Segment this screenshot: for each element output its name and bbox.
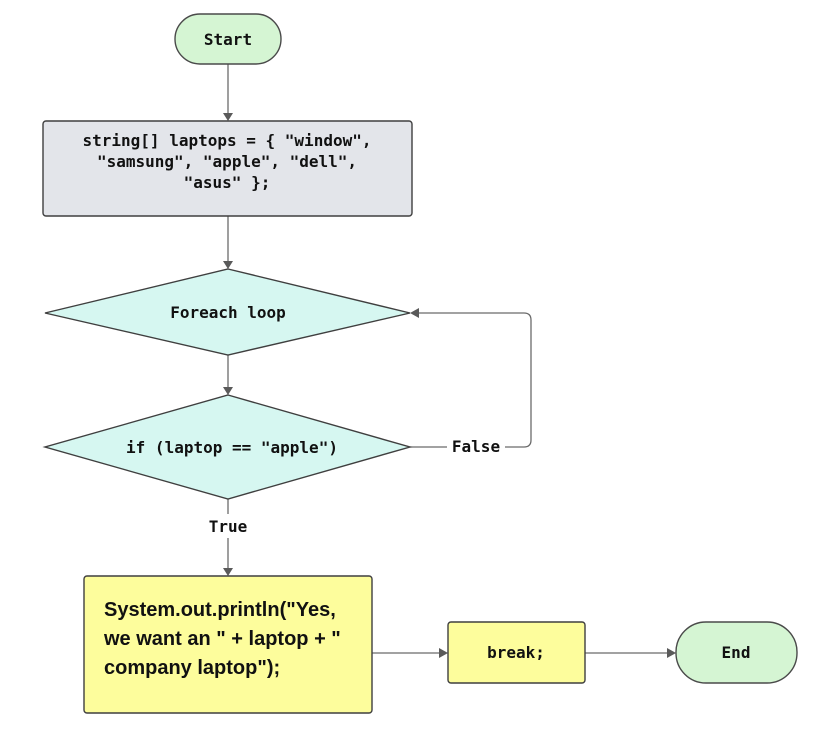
loop-shape <box>44 268 411 356</box>
true-edge-label: True <box>209 517 248 536</box>
edges <box>223 64 676 658</box>
print-shape <box>83 575 373 714</box>
print-line-3: company laptop"); <box>104 657 280 679</box>
start-shape <box>174 13 282 65</box>
condition-node: if (laptop == "apple") <box>42 394 413 500</box>
init-node: string[] laptops = { "window", "samsung"… <box>42 120 413 217</box>
edge-false-back-to-loop <box>417 312 532 448</box>
print-line-1: System.out.println("Yes, <box>104 599 336 621</box>
arrowhead <box>223 113 233 121</box>
arrowhead <box>439 648 448 658</box>
print-node: System.out.println("Yes, we want an " + … <box>83 575 373 714</box>
arrowhead <box>223 387 233 395</box>
print-line-2: we want an " + laptop + " <box>103 628 341 650</box>
arrowhead <box>223 261 233 269</box>
condition-shape <box>42 394 413 500</box>
end-label: End <box>722 643 751 662</box>
arrowhead <box>223 568 233 576</box>
arrowhead <box>667 648 676 658</box>
init-line-1: string[] laptops = { "window", <box>83 131 372 150</box>
end-node: End <box>675 621 798 684</box>
arrowhead <box>410 308 419 318</box>
loop-node: Foreach loop <box>44 268 411 356</box>
init-shape <box>42 120 413 217</box>
false-edge-label: False <box>452 437 500 456</box>
condition-label: if (laptop == "apple") <box>126 438 338 457</box>
break-shape <box>447 621 586 684</box>
init-line-3: "asus" }; <box>184 173 271 192</box>
break-label: break; <box>487 643 545 662</box>
end-shape <box>675 621 798 684</box>
init-line-2: "samsung", "apple", "dell", <box>97 152 357 171</box>
loop-label: Foreach loop <box>170 303 286 322</box>
start-label: Start <box>204 30 252 49</box>
break-node: break; <box>447 621 586 684</box>
start-node: Start <box>174 13 282 65</box>
